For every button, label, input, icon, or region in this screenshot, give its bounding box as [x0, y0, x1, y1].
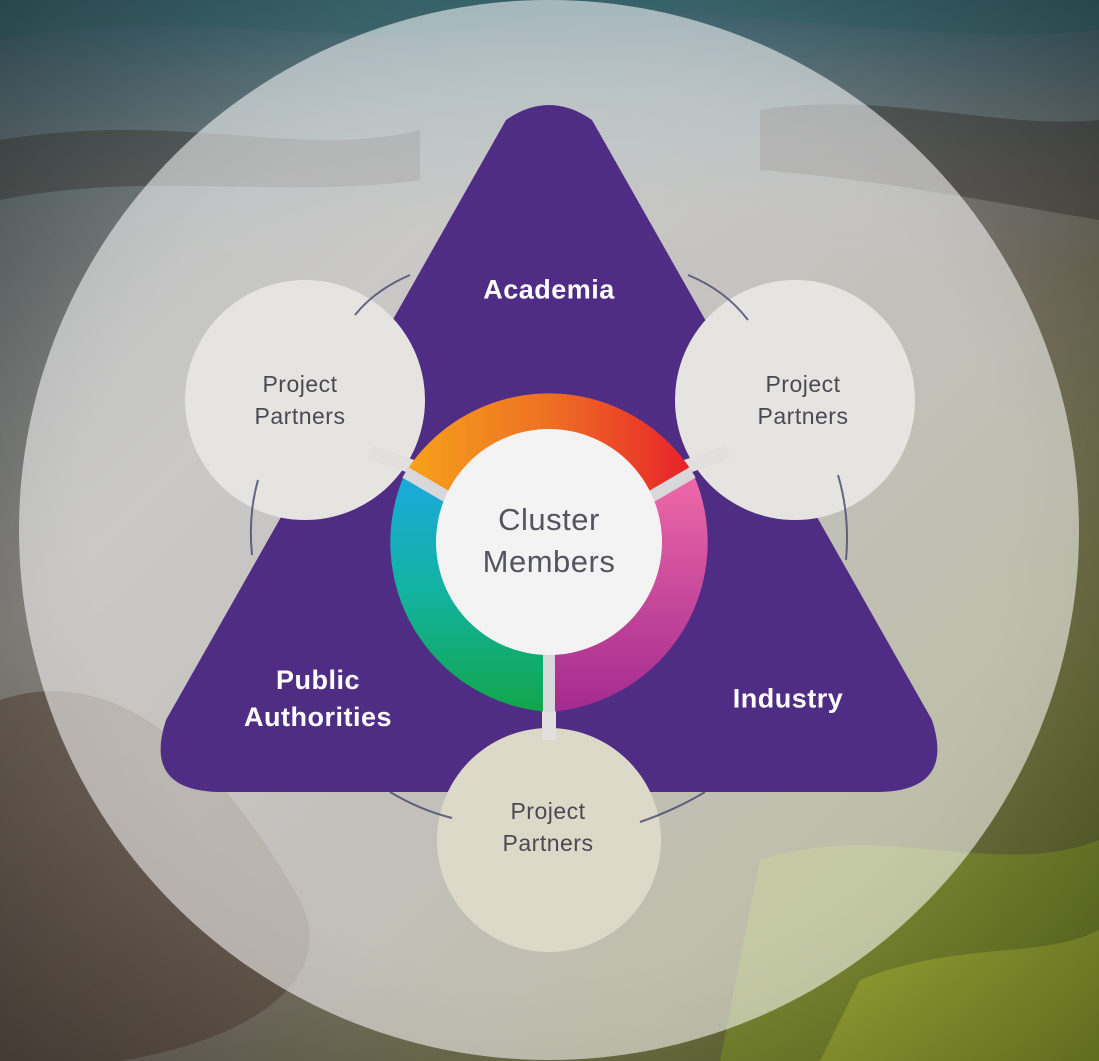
- industry-label: Industry: [732, 683, 844, 714]
- cutout-left: [185, 280, 425, 520]
- ring-segment-right: [549, 472, 708, 712]
- cutout-bottom: [437, 728, 661, 952]
- cluster-members-label: Cluster Members: [482, 502, 616, 579]
- ring-segment-left: [390, 472, 549, 712]
- project-partners-left-label: Project Partners: [254, 371, 346, 429]
- project-partners-bottom-label: Project Partners: [502, 798, 594, 856]
- public-authorities-label: Public Authorities: [243, 665, 393, 732]
- color-ring: [390, 393, 708, 712]
- ring-segment-top: [405, 393, 693, 499]
- project-partners-right-label: Project Partners: [757, 371, 849, 429]
- center-circle: [436, 429, 662, 655]
- academia-label: Academia: [483, 274, 615, 305]
- cutout-right: [675, 280, 915, 520]
- partner-arcs: [249, 274, 848, 823]
